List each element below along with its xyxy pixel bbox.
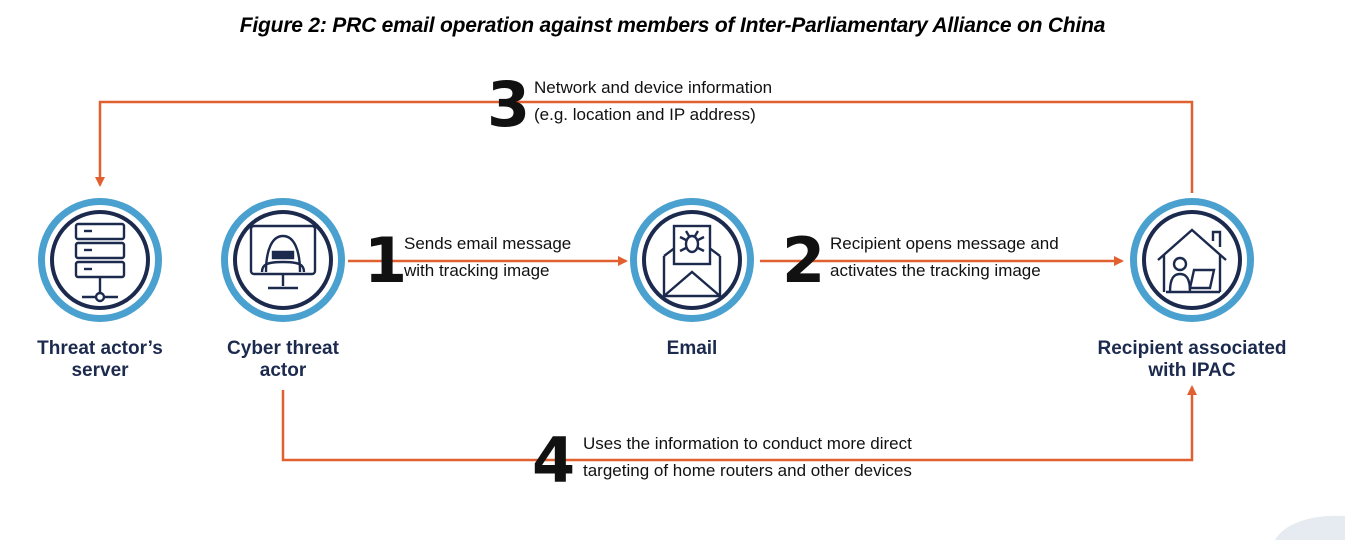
- node-actor: [221, 198, 345, 322]
- arrow-step-4: [281, 385, 1197, 462]
- step-3-number: 3: [487, 68, 531, 141]
- figure-title: Figure 2: PRC email operation against me…: [239, 14, 1106, 37]
- hooded-hacker-icon: [249, 224, 317, 290]
- step-2-text: Recipient opens message and activates th…: [830, 234, 1059, 280]
- node-recipient: [1130, 198, 1254, 322]
- arrow-step-3: [95, 100, 1194, 193]
- step-4-text: Uses the information to conduct more dir…: [583, 434, 912, 480]
- step-3-text: Network and device information (e.g. loc…: [534, 78, 773, 124]
- envelope-bug-icon: [662, 224, 722, 298]
- node-email: [630, 198, 754, 322]
- node-server: [38, 198, 162, 322]
- step-4-number: 4: [532, 424, 576, 497]
- node-label-server: Threat actor’s server: [37, 338, 163, 381]
- node-label-email: Email: [666, 338, 718, 359]
- node-label-actor: Cyber threat actor: [227, 338, 339, 381]
- server-rack-icon: [74, 222, 126, 303]
- step-1-text: Sends email message with tracking image: [404, 234, 572, 280]
- corner-decoration-icon: [1275, 515, 1345, 540]
- home-office-icon: [1157, 228, 1227, 294]
- node-label-recipient: Recipient associated with IPAC: [1097, 338, 1287, 381]
- step-1-number: 1: [364, 224, 408, 297]
- step-2-number: 2: [782, 224, 826, 297]
